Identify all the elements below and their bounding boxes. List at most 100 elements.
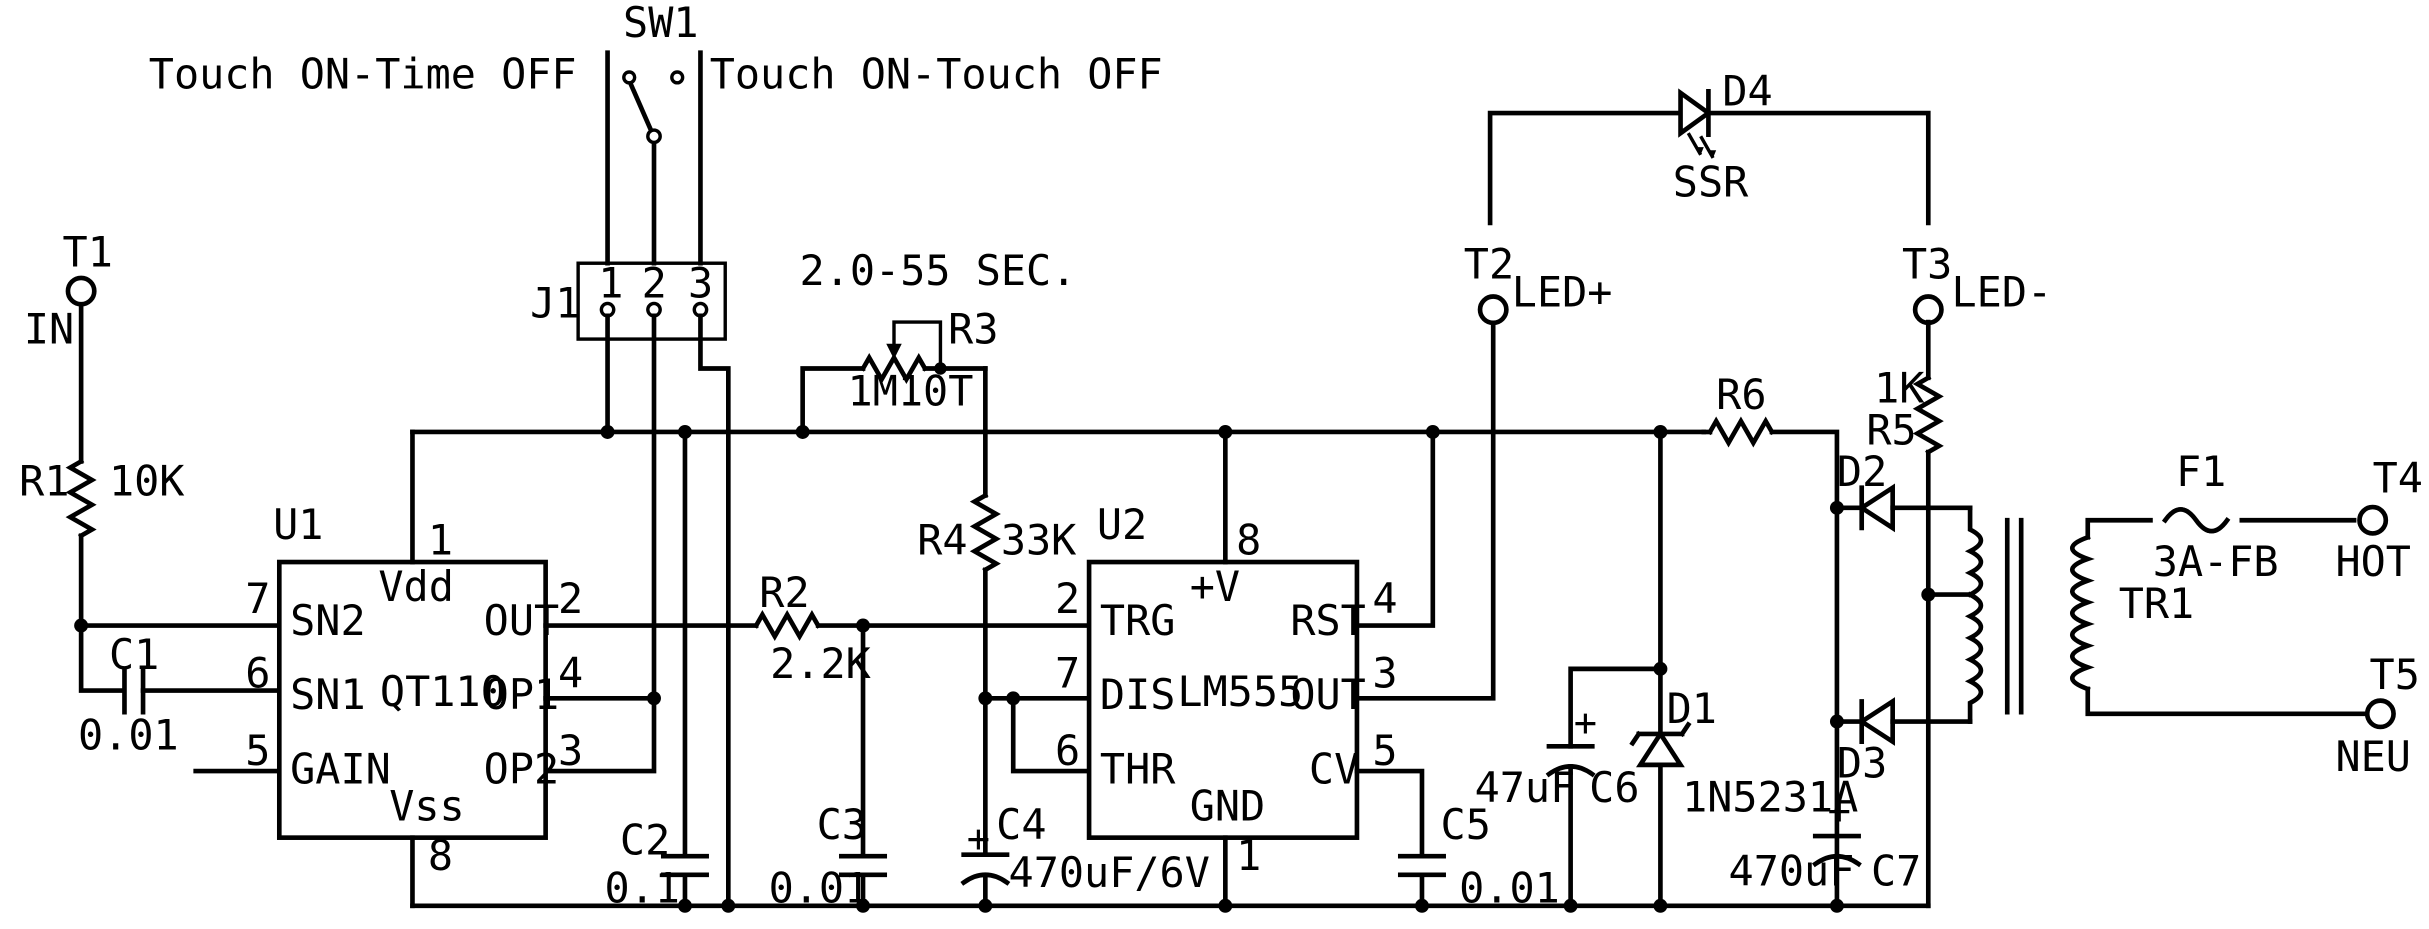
r5-ref: R5 [1866,405,1916,454]
u2-ref: U2 [1097,500,1147,549]
c7-value: 470uF [1729,847,1855,896]
u1-pin-gain-name: GAIN [290,744,391,793]
j1-pin-3: 3 [688,258,713,307]
resistor-r6: R6 [1706,370,1776,448]
f1-ref: F1 [2176,447,2226,496]
u1-ref: U1 [273,500,323,549]
t1-ref: T1 [63,227,113,276]
c1-ref: C1 [109,630,159,679]
c7-ref: C7 [1871,847,1921,896]
u2-pin-dis-num: 7 [1055,648,1080,697]
u1-pin-out-num: 2 [558,574,583,623]
t2-label: LED+ [1512,268,1613,317]
u2-pin-rst-name: RST [1290,596,1366,645]
d1-ref: D1 [1667,684,1717,733]
svg-text:+: + [1574,700,1597,745]
t4-label: HOT [2335,537,2411,586]
ic-u1: U1 QT110 Vdd 1 Vss 8 SN2 7 SN1 6 GAIN 5 … [245,500,583,880]
resistor-r1: R1 10K [19,456,185,539]
transformer-tr1: TR1 [1925,505,2369,724]
jumper-j1: J1 1 2 3 [530,258,731,909]
u1-pin-vss-num: 8 [428,831,453,880]
u1-pin-vdd-name: Vdd [378,562,453,611]
u1-part: QT110 [380,667,506,716]
svg-text:+: + [1828,789,1851,834]
u1-pin-sn2-num: 7 [245,574,270,623]
c3-value: 0.01 [769,864,870,913]
r2-value: 2.2K [770,639,871,688]
c4-ref: C4 [996,800,1046,849]
t5-ref: T5 [2370,650,2420,699]
j1-pin-1: 1 [598,258,623,307]
u1-pin-out-name: OUT [484,596,559,645]
u1-pin-sn2-name: SN2 [290,596,366,645]
r1-ref: R1 [19,456,69,505]
capacitor-c6: + 47uF C6 [1475,700,1640,812]
capacitor-c4: + C4 470uF/6V [960,800,1210,897]
r5-value: 1K [1874,364,1924,413]
c2-ref: C2 [620,816,670,865]
u1-pin-op1-num: 4 [558,648,583,697]
u2-pin-cv-num: 5 [1372,726,1397,775]
u1-pin-op2-name: OP2 [484,744,559,793]
t3-label: LED- [1952,268,2053,317]
u2-part: LM555 [1177,667,1303,716]
diode-d4: D4 SSR [1673,66,1773,206]
c4-value: 470uF/6V [1009,848,1210,897]
sw1-ref: SW1 [623,0,699,47]
terminal-t4: T4 HOT [2335,453,2422,586]
resistor-r4: R4 33K [917,492,1077,573]
r3-ref: R3 [948,305,998,354]
sw1-left-mode: Touch ON-Time OFF [149,49,577,98]
terminal-t1: T1 IN [24,227,113,353]
d4-value: SSR [1673,158,1749,207]
capacitor-c5: C5 0.01 [1397,800,1560,913]
capacitor-c2: C2 0.1 [604,816,709,913]
r1-value: 10K [109,456,185,505]
u1-pin-vdd-num: 1 [428,515,453,564]
u1-pin-sn1-num: 6 [245,648,270,697]
capacitor-c3: C3 0.01 [769,800,888,913]
terminal-t5: T5 NEU [2335,650,2419,781]
u1-pin-op1-name: OP1 [484,670,559,719]
ic-u2: U2 LM555 +V 8 GND 1 TRG 2 DIS 7 THR 6 RS… [1055,500,1398,880]
terminal-t3: T3 LED- [1902,240,2053,326]
d4-ref: D4 [1722,66,1772,115]
u1-pin-op2-num: 3 [558,726,583,775]
r4-ref: R4 [917,515,967,564]
t1-label: IN [24,305,74,354]
u2-pin-dis-name: DIS [1100,670,1176,719]
r4-value: 33K [1001,515,1077,564]
r2-ref: R2 [759,568,809,617]
u2-pin-v-num: 8 [1236,515,1261,564]
zener-diode-d1: D1 1N5231A [1629,684,1858,821]
resistor-r2: R2 2.2K [753,568,871,688]
c2-value: 0.1 [604,864,680,913]
fuse-f1: F1 3A-FB [2153,447,2279,586]
u1-pin-vss-name: Vss [389,782,465,831]
t4-ref: T4 [2373,453,2423,502]
d2-ref: D2 [1837,447,1887,496]
u2-pin-out-num: 3 [1372,648,1397,697]
u2-pin-gnd-num: 1 [1236,831,1261,880]
t3-ref: T3 [1902,240,1952,289]
diode-d3: D3 [1834,697,1895,787]
u2-pin-rst-num: 4 [1372,574,1397,623]
j1-pin-2: 2 [642,258,667,307]
t5-label: NEU [2335,732,2411,781]
r6-ref: R6 [1716,370,1766,419]
u2-pin-cv-name: CV [1309,744,1359,793]
d1-value: 1N5231A [1682,772,1858,821]
u2-pin-v-name: +V [1190,562,1240,611]
timing-range: 2.0-55 SEC. [800,246,1077,295]
terminal-t2: T2 LED+ [1464,240,1613,326]
u2-pin-trg-num: 2 [1055,574,1080,623]
j1-ref: J1 [530,278,580,327]
svg-text:+: + [967,817,990,862]
u2-pin-thr-num: 6 [1055,726,1080,775]
u1-pin-sn1-name: SN1 [290,670,366,719]
capacitor-c7: + 470uF C7 [1729,789,1922,896]
tr1-ref: TR1 [2119,579,2195,628]
c1-value: 0.01 [78,710,179,759]
resistor-r5: 1K R5 [1866,364,1944,456]
